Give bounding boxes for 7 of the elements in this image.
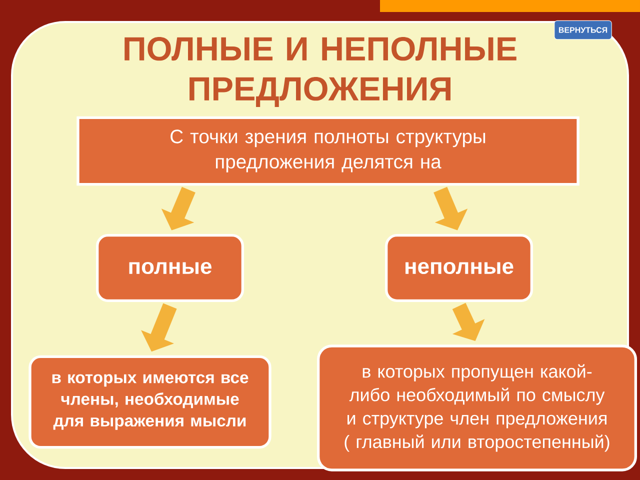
back-button: ВЕРНУТЬСЯ	[554, 20, 612, 40]
type-box: полные	[96, 234, 244, 302]
category-box: С точки зрения полноты структуры предложения делятся на	[76, 116, 580, 186]
type-box: неполные	[385, 234, 533, 302]
definition-box: в которых пропущен какой-либо необходимый по смыслу и структуре член предложения ( главный или второстепенный)	[317, 344, 637, 472]
definition-box: в которых имеются все члены, необходимые для выражения мысли	[28, 355, 272, 449]
title: ПОЛНЫЕ И НЕПОЛНЫЕ ПРЕДЛОЖЕНИЯ	[124, 37, 516, 107]
